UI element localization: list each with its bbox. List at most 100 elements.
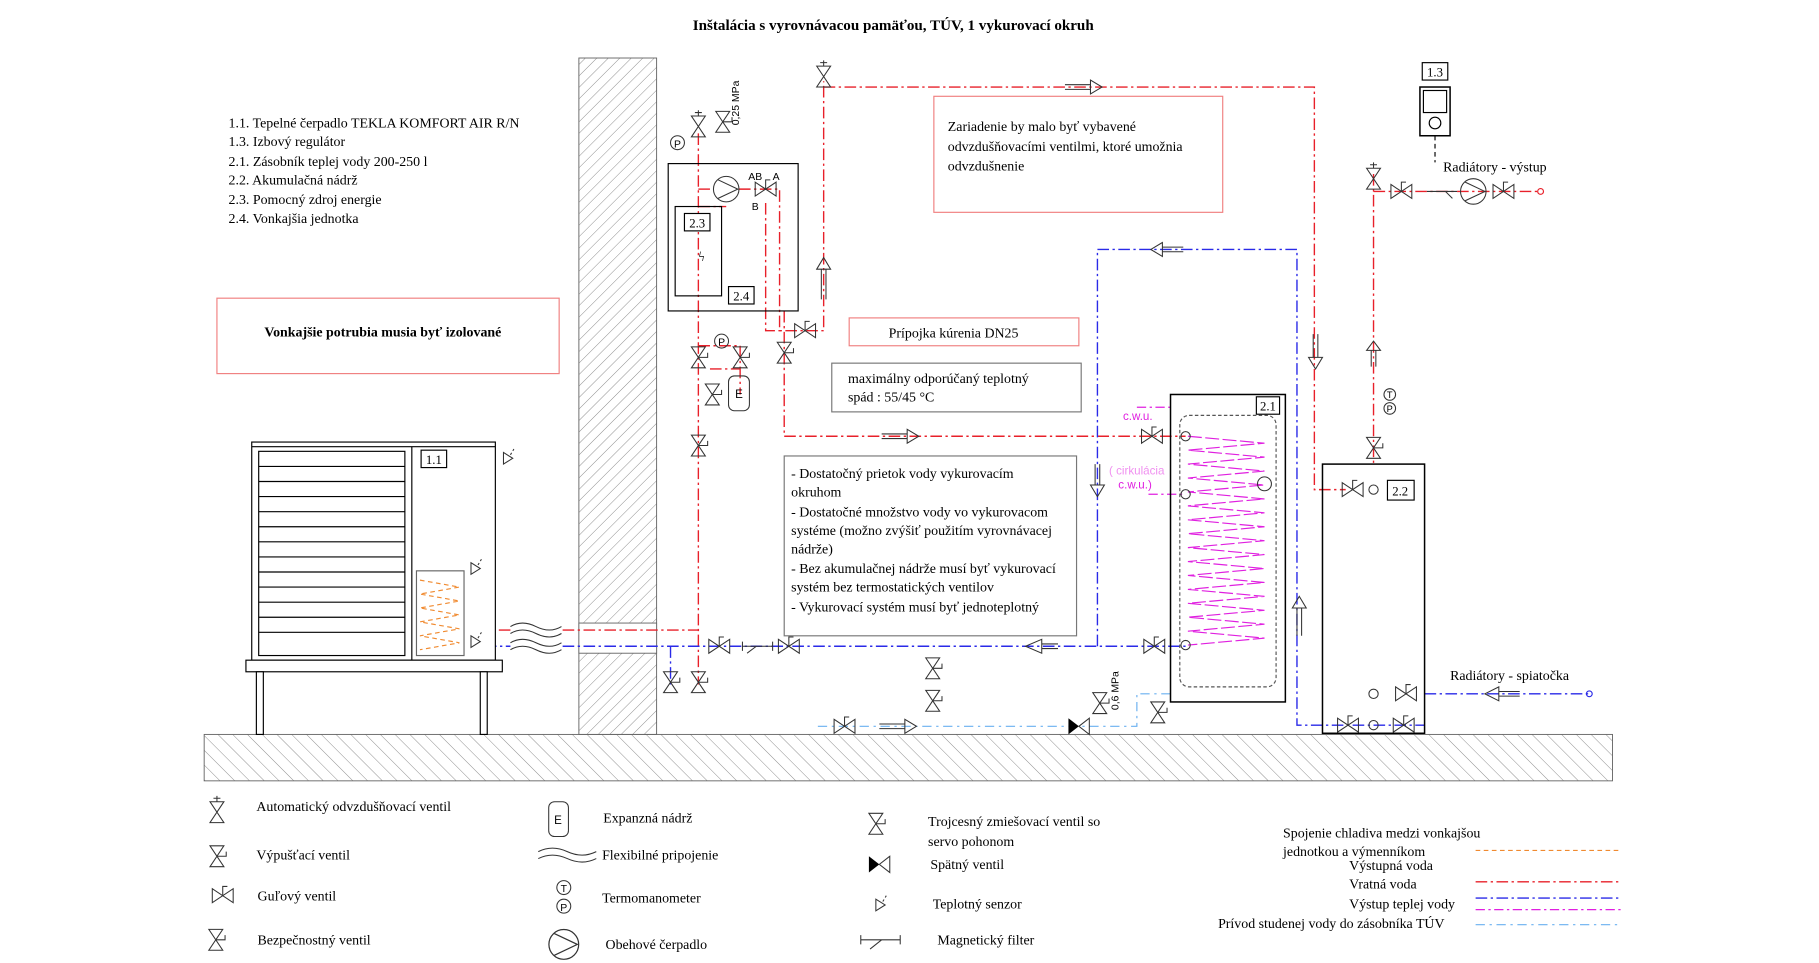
- svg-text:Expanzná nádrž: Expanzná nádrž: [603, 812, 692, 827]
- svg-text:A: A: [773, 172, 780, 183]
- louvers: [258, 465, 405, 633]
- venting-note: Zariadenie by malo byť vybavené odvzdušň…: [933, 95, 1224, 213]
- safety-valve-icon: [208, 928, 226, 951]
- svg-text:c.w.u.): c.w.u.): [1118, 478, 1152, 491]
- temperature-sensor-icon: [875, 895, 887, 912]
- check-valve-icon: [868, 855, 891, 874]
- svg-text:Termomanometer: Termomanometer: [602, 892, 701, 907]
- svg-text:Teplotný senzor: Teplotný senzor: [933, 897, 1022, 912]
- air-vent-icon: [690, 109, 706, 138]
- line-legend: Spojenie chladiva medzi vonkajšou jednot…: [1218, 827, 1622, 932]
- component-item: 2.3. Pomocný zdroj energie: [229, 193, 382, 208]
- svg-text:Prípojka kúrenia DN25: Prípojka kúrenia DN25: [889, 327, 1019, 342]
- svg-text:2.2: 2.2: [1392, 484, 1408, 498]
- svg-text:0,25 MPa: 0,25 MPa: [731, 80, 742, 125]
- svg-text:P: P: [674, 139, 681, 150]
- thermomanometer: T P: [1383, 388, 1397, 415]
- svg-text:- Vykurovací systém musí byť j: - Vykurovací systém musí byť jednoteplot…: [791, 600, 1039, 615]
- temperature-drop-note: maximálny odporúčaný teplotný spád : 55/…: [831, 362, 1082, 413]
- air-vent-icon: [816, 59, 832, 88]
- building-wall: [578, 57, 658, 735]
- svg-text:odvzdušnenie: odvzdušnenie: [948, 160, 1024, 175]
- svg-text:Obehové čerpadlo: Obehové čerpadlo: [606, 938, 708, 953]
- buffer-tank-2-2: 2.2: [1321, 463, 1426, 735]
- svg-text:1.1: 1.1: [426, 453, 442, 467]
- expansion-tank-icon: E: [548, 801, 569, 838]
- aux-unit-2-4: 2.3 2.4 AB A B ϟ: [667, 163, 799, 312]
- svg-text:- Dostatočné množstvo vody vo: - Dostatočné množstvo vody vo vykurovaco…: [791, 505, 1048, 520]
- component-item: 1.3. Izbový regulátor: [229, 135, 346, 150]
- svg-text:( cirkulácia: ( cirkulácia: [1109, 465, 1165, 478]
- component-item: 2.4. Vonkajšia jednotka: [229, 212, 359, 227]
- diagram-title: Inštalácia s vyrovnávacou pamäťou, TÚV, …: [693, 17, 1095, 34]
- three-way-valve-icon: [868, 812, 886, 835]
- air-vent-valve-icon: [209, 795, 225, 824]
- symbol-legend: Automatický odvzdušňovací ventil Výpušťa…: [208, 795, 1100, 960]
- drain-valve-icon: [209, 845, 227, 868]
- magnetic-filter-icon: [741, 641, 774, 654]
- svg-text:AB: AB: [748, 172, 762, 183]
- circulation-pump-icon: [548, 928, 580, 960]
- expansion-tank: E: [728, 375, 750, 412]
- svg-text:P: P: [560, 903, 567, 914]
- svg-text:- Dostatočný prietok vody vyku: - Dostatočný prietok vody vykurovacím: [791, 467, 1014, 482]
- svg-text:2.1: 2.1: [1260, 400, 1276, 414]
- safety-valve-top: 0,25 MPa: [715, 80, 742, 133]
- temperature-sensor-icon: [502, 448, 515, 465]
- insulation-note: Vonkajšie potrubia musia byť izolované: [216, 297, 560, 375]
- magnetic-filter-icon: [860, 935, 901, 950]
- hot-water-pipes: [1136, 406, 1186, 495]
- svg-text:systéme (možno zvýšiť použitím: systéme (možno zvýšiť použitím vyrovnáva…: [791, 524, 1052, 539]
- svg-text:c.w.u.: c.w.u.: [1123, 410, 1153, 423]
- radiators-out-label: Radiátory - výstup: [1443, 161, 1547, 176]
- svg-text:B: B: [752, 202, 759, 213]
- svg-text:Výpušťací ventil: Výpušťací ventil: [256, 849, 350, 864]
- component-item: 2.1. Zásobník teplej vody 200-250 l: [229, 155, 428, 170]
- manometer: P P: [670, 135, 730, 349]
- svg-text:systém bez termostatických ven: systém bez termostatických ventilov: [791, 581, 994, 596]
- svg-text:T: T: [1387, 390, 1393, 400]
- electric-heater-icon: ϟ: [698, 250, 704, 265]
- svg-text:P: P: [1387, 404, 1393, 414]
- svg-text:E: E: [735, 388, 743, 401]
- svg-text:Automatický odvzdušňovací vent: Automatický odvzdušňovací ventil: [256, 800, 451, 815]
- svg-text:Vratná voda: Vratná voda: [1349, 878, 1417, 893]
- component-list: 1.1. Tepelné čerpadlo TEKLA KOMFORT AIR …: [229, 117, 520, 227]
- svg-text:spád : 55/45 °C: spád : 55/45 °C: [848, 390, 934, 405]
- svg-text:Magnetický filter: Magnetický filter: [937, 933, 1034, 948]
- radiators-return-label: Radiátory - spiatočka: [1450, 669, 1569, 684]
- svg-text:1.3: 1.3: [1427, 66, 1443, 80]
- heat-pump-unit: 1.1: [245, 441, 515, 736]
- ground: [203, 733, 1613, 782]
- svg-text:Flexibilné pripojenie: Flexibilné pripojenie: [602, 849, 718, 864]
- svg-text:P: P: [718, 338, 725, 349]
- connection-note: Prípojka kúrenia DN25: [848, 317, 1080, 347]
- svg-text:Prívod studenej vody do zásobn: Prívod studenej vody do zásobníka TÚV: [1218, 915, 1444, 932]
- svg-text:odvzdušňovacími ventilmi, ktor: odvzdušňovacími ventilmi, ktoré umožnia: [948, 140, 1183, 155]
- svg-text:E: E: [554, 814, 562, 827]
- dhw-tank-2-1: 2.1 c.w.u. ( cirkulácia c.w.u.): [1109, 393, 1287, 703]
- svg-text:Zariadenie by malo byť vybaven: Zariadenie by malo byť vybavené: [948, 120, 1136, 135]
- thermomanometer-icon: T P: [556, 880, 572, 914]
- flexible-connection-icon: [538, 847, 597, 863]
- svg-text:Výstupná voda: Výstupná voda: [1349, 859, 1433, 874]
- component-item: 2.2. Akumulačná nádrž: [229, 173, 358, 188]
- wall-opening: [578, 622, 658, 654]
- svg-text:- Bez akumulačnej nádrže musí: - Bez akumulačnej nádrže musí byť vykuro…: [791, 562, 1056, 577]
- svg-text:Výstup teplej vody: Výstup teplej vody: [1349, 897, 1455, 912]
- cold-water-pipe: [817, 693, 1171, 727]
- svg-text:Bezpečnostný ventil: Bezpečnostný ventil: [258, 933, 371, 948]
- svg-text:okruhom: okruhom: [791, 486, 841, 501]
- svg-text:Guľový ventil: Guľový ventil: [258, 889, 337, 904]
- svg-text:Spätný ventil: Spätný ventil: [930, 858, 1004, 873]
- svg-text:Vonkajšie potrubia musia byť i: Vonkajšie potrubia musia byť izolované: [264, 325, 501, 340]
- pressure-bottom-label: 0,6 MPa: [1110, 671, 1121, 710]
- component-item: 1.1. Tepelné čerpadlo TEKLA KOMFORT AIR …: [229, 117, 520, 132]
- svg-text:Spojenie chladiva medzi vonkaj: Spojenie chladiva medzi vonkajšou: [1283, 827, 1480, 842]
- svg-text:nádrže): nádrže): [791, 542, 833, 557]
- svg-text:Trojcesný zmiešovací ventil so: Trojcesný zmiešovací ventil so: [928, 815, 1100, 830]
- svg-text:T: T: [561, 884, 568, 895]
- flexible-connection-icon: [510, 622, 562, 654]
- requirements-note: - Dostatočný prietok vody vykurovacím ok…: [783, 455, 1078, 637]
